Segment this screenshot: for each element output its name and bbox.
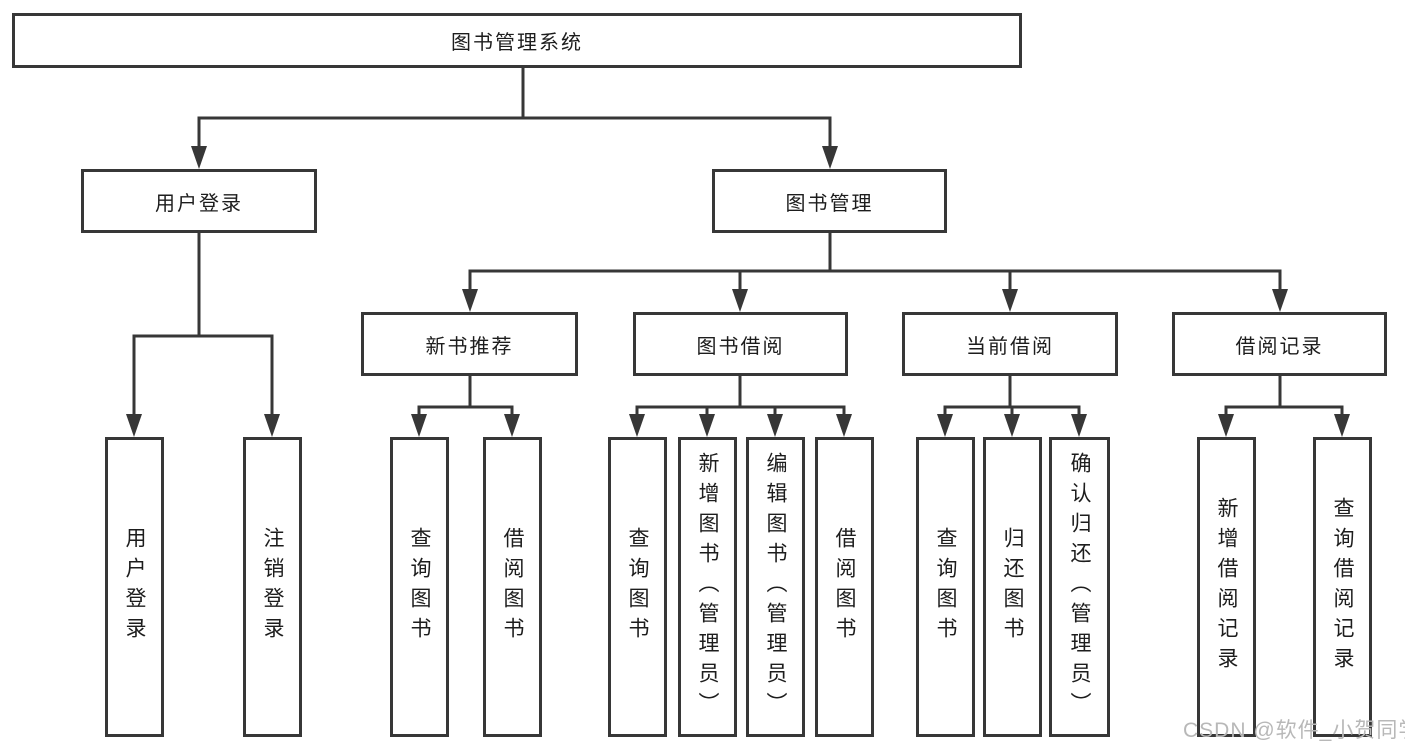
node-user-login-label: 用户登录 bbox=[155, 192, 243, 215]
node-book-management: 图书管理 bbox=[712, 169, 947, 233]
leaf-user-login: 用户登录 bbox=[105, 437, 164, 737]
leaf-nbr-borrow-books-label: 借阅图书 bbox=[501, 527, 524, 647]
leaf-br-query-record-label: 查询借阅记录 bbox=[1331, 497, 1354, 677]
leaf-cb-return-books: 归还图书 bbox=[983, 437, 1042, 737]
leaf-user-login-label: 用户登录 bbox=[123, 527, 146, 647]
leaf-nbr-query-books: 查询图书 bbox=[390, 437, 449, 737]
connector-br-to-leaves bbox=[1218, 374, 1350, 437]
leaf-cb-confirm-return-admin: 确认归还（管理员） bbox=[1049, 437, 1110, 737]
connector-user-login-to-leaves bbox=[126, 231, 280, 437]
connector-bb-to-leaves bbox=[629, 374, 852, 437]
connector-cb-to-leaves bbox=[937, 374, 1087, 437]
node-user-login: 用户登录 bbox=[81, 169, 317, 233]
connector-root-to-level2 bbox=[191, 66, 838, 169]
leaf-bb-edit-books-admin-label: 编辑图书（管理员） bbox=[764, 452, 787, 722]
leaf-br-add-record: 新增借阅记录 bbox=[1197, 437, 1256, 737]
connector-nbr-to-leaves bbox=[411, 374, 520, 437]
leaf-logout-label: 注销登录 bbox=[261, 527, 284, 647]
node-new-book-recommend-label: 新书推荐 bbox=[425, 335, 514, 358]
node-borrow-records: 借阅记录 bbox=[1172, 312, 1387, 376]
leaf-cb-query-books: 查询图书 bbox=[916, 437, 975, 737]
leaf-bb-borrow-books-label: 借阅图书 bbox=[833, 527, 856, 647]
leaf-cb-confirm-return-admin-label: 确认归还（管理员） bbox=[1068, 452, 1091, 722]
leaf-bb-borrow-books: 借阅图书 bbox=[815, 437, 874, 737]
node-book-borrow: 图书借阅 bbox=[633, 312, 848, 376]
leaf-bb-edit-books-admin: 编辑图书（管理员） bbox=[746, 437, 805, 737]
leaf-bb-query-books-label: 查询图书 bbox=[626, 527, 649, 647]
leaf-bb-add-books-admin: 新增图书（管理员） bbox=[678, 437, 737, 737]
leaf-nbr-query-books-label: 查询图书 bbox=[408, 527, 431, 647]
node-root-system: 图书管理系统 bbox=[12, 13, 1022, 68]
node-book-borrow-label: 图书借阅 bbox=[696, 335, 785, 358]
leaf-bb-add-books-admin-label: 新增图书（管理员） bbox=[696, 452, 719, 722]
node-book-management-label: 图书管理 bbox=[785, 192, 874, 215]
leaf-cb-return-books-label: 归还图书 bbox=[1001, 527, 1024, 647]
node-new-book-recommend: 新书推荐 bbox=[361, 312, 578, 376]
node-root-system-label: 图书管理系统 bbox=[451, 32, 583, 54]
leaf-cb-query-books-label: 查询图书 bbox=[934, 527, 957, 647]
node-current-borrow-label: 当前借阅 bbox=[966, 335, 1054, 358]
node-borrow-records-label: 借阅记录 bbox=[1235, 335, 1324, 358]
leaf-br-add-record-label: 新增借阅记录 bbox=[1215, 497, 1238, 677]
connector-book-mgmt-to-level3 bbox=[462, 231, 1288, 312]
leaf-br-query-record: 查询借阅记录 bbox=[1313, 437, 1372, 737]
watermark: CSDN @软件_小贺同学 bbox=[1183, 719, 1405, 742]
leaf-nbr-borrow-books: 借阅图书 bbox=[483, 437, 542, 737]
leaf-bb-query-books: 查询图书 bbox=[608, 437, 667, 737]
leaf-logout: 注销登录 bbox=[243, 437, 302, 737]
node-current-borrow: 当前借阅 bbox=[902, 312, 1118, 376]
